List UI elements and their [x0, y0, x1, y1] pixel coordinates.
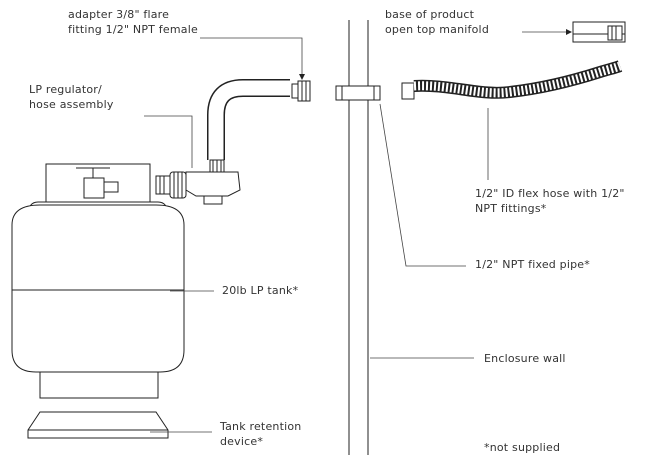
- adapter-label-line1: adapter 3/8" flare: [68, 8, 169, 21]
- enclosure-wall-label: Enclosure wall: [484, 352, 566, 365]
- tank-valve-icon: [45, 163, 151, 203]
- corrugated-hose-icon: [401, 60, 623, 100]
- adapter-fitting: [291, 80, 311, 102]
- fixed-pipe-label: 1/2" NPT fixed pipe*: [475, 258, 590, 271]
- diagram-labels: adapter 3/8" flare fitting 1/2" NPT fema…: [29, 8, 625, 454]
- tank-label: 20lb LP tank*: [222, 284, 299, 297]
- retention-label-line1: Tank retention: [219, 420, 301, 433]
- regulator-label-line2: hose assembly: [29, 98, 114, 111]
- base-label-line1: base of product: [385, 8, 475, 21]
- leader-lines: [144, 29, 572, 433]
- retention-label-line2: device*: [220, 435, 263, 448]
- regulator-icon: [155, 159, 241, 205]
- footnote-label: *not supplied: [484, 441, 560, 454]
- flex-hose-label-line1: 1/2" ID flex hose with 1/2": [475, 187, 625, 200]
- fixed-pipe: [335, 85, 381, 101]
- enclosure-wall: [348, 20, 369, 455]
- base-label-line2: open top manifold: [385, 23, 489, 36]
- regulator-hose: [207, 79, 290, 160]
- adapter-label-line2: fitting 1/2" NPT female: [68, 23, 198, 36]
- flex-hose-label-line2: NPT fittings*: [475, 202, 547, 215]
- lp-tank: [11, 201, 185, 399]
- regulator-label-line1: LP regulator/: [29, 83, 102, 96]
- manifold-base: [572, 21, 626, 43]
- tank-retention-device: [27, 411, 169, 439]
